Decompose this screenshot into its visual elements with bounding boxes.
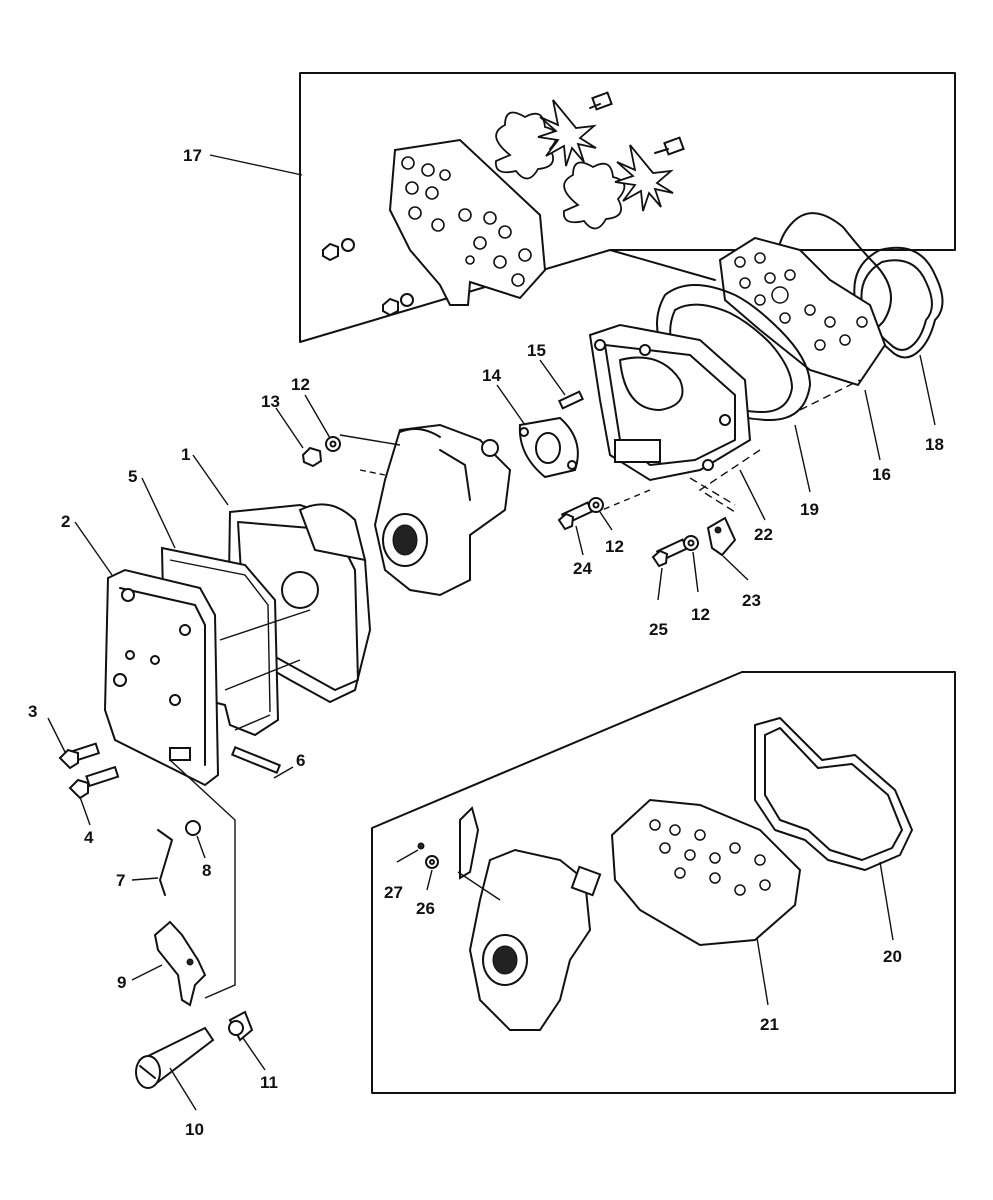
bushing-11 [228,1010,254,1042]
callout-17: 17 [183,146,202,165]
callout-5: 5 [128,467,137,486]
washer-12-mid [588,497,604,513]
stud-15 [558,390,584,410]
gasket-20 [754,717,913,871]
callout-2: 2 [61,512,70,531]
callout-26: 26 [416,899,435,918]
pin-6 [230,745,282,775]
nut-8 [185,820,201,836]
callout-22: 22 [754,525,773,544]
screws-inset [322,91,685,317]
governor-plate-inset [388,138,547,306]
callout-18: 18 [925,435,944,454]
carburetor-alt [457,806,602,1031]
cover-2 [103,568,311,787]
callout-6: 6 [296,751,305,770]
rod-7 [157,829,173,896]
callout-7: 7 [116,871,125,890]
carburetor-main [339,423,512,597]
callout-21: 21 [760,1015,779,1034]
lever-9 [153,920,207,1007]
nut-13 [301,446,323,468]
callout-25: 25 [649,620,668,639]
callout-11: 11 [260,1073,278,1092]
callout-8: 8 [202,861,211,880]
callout-23: 23 [742,591,761,610]
plate-21 [610,798,802,947]
plate-16 [718,236,887,387]
callout-13: 13 [261,392,280,411]
callout-12-low: 12 [691,605,710,624]
callout-27: 27 [384,883,403,902]
screw-4 [68,765,120,800]
callout-12-upper: 12 [291,375,310,394]
callout-1: 1 [181,445,190,464]
callout-9: 9 [117,973,126,992]
screw-25 [651,538,689,568]
nut-26 [425,855,439,869]
callout-15: 15 [527,341,546,360]
leader-box-linkage [169,759,236,999]
callout-16: 16 [872,465,891,484]
housing-22 [588,323,752,482]
clip-23 [706,516,737,557]
leader-lines [47,154,936,1111]
callout-24: 24 [573,559,592,578]
governor-weights-inset [494,99,674,230]
screw-3 [58,742,101,770]
gasket-14 [518,416,579,479]
screw-24 [557,501,594,531]
washer-12-low [683,535,699,551]
pin-27 [417,842,425,850]
inset-box-alt-carb [371,671,956,1094]
callout-labels: 17 1 5 2 3 4 6 7 8 9 10 11 13 12 14 15 2… [28,146,944,1139]
callout-19: 19 [800,500,819,519]
callout-3: 3 [28,702,37,721]
knob-shaft-10 [135,1026,215,1089]
callout-12-mid: 12 [605,537,624,556]
callout-14: 14 [482,366,501,385]
washer-12-upper [325,436,341,452]
callout-10: 10 [185,1120,204,1139]
callout-20: 20 [883,947,902,966]
callout-4: 4 [84,828,94,847]
leader-dashes-22-19 [601,379,861,513]
